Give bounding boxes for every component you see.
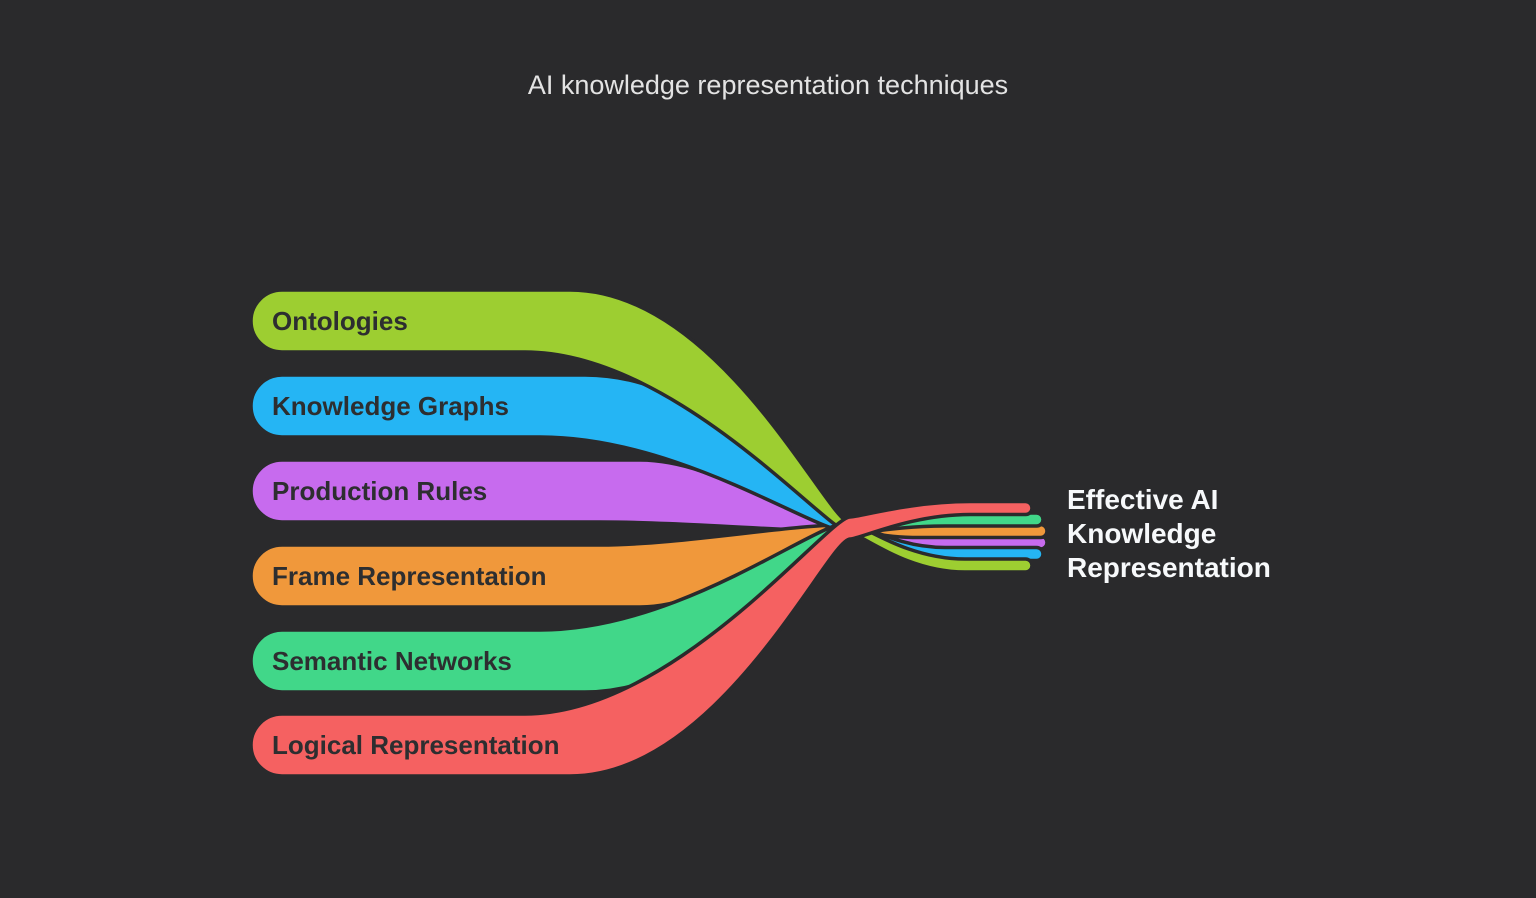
branch-logical-representation-label: Logical Representation (272, 730, 560, 760)
center-label-line-2: Knowledge (1067, 518, 1216, 549)
diagram-title: AI knowledge representation techniques (528, 70, 1008, 100)
branch-logical-representation-ribbon (249, 499, 1034, 778)
center-node-label: Effective AI Knowledge Representation (1067, 484, 1271, 583)
branch-production-rules-label: Production Rules (272, 476, 487, 506)
branch-semantic-networks-ribbon (249, 511, 1045, 694)
branch-frame-representation-label: Frame Representation (272, 561, 547, 591)
branch-ontologies-ribbon (249, 288, 1034, 574)
branch-ontologies-label: Ontologies (272, 306, 408, 336)
center-label-line-1: Effective AI (1067, 484, 1218, 515)
branch-knowledge-graphs-label: Knowledge Graphs (272, 391, 509, 421)
branch-semantic-networks-label: Semantic Networks (272, 646, 512, 676)
center-label-line-3: Representation (1067, 552, 1271, 583)
